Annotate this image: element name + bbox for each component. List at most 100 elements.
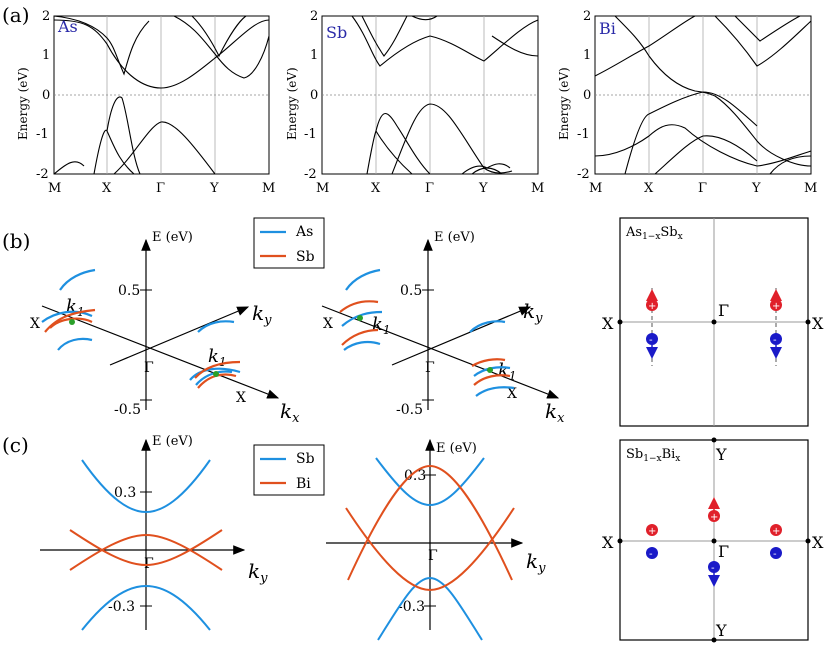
panel-label-c: (c) [2,433,29,457]
svg-text:k1: k1 [372,314,391,337]
svg-text:-1: -1 [577,127,590,142]
b-left-axis-e: E (eV) [152,230,193,245]
svg-text:X: X [812,314,824,333]
bz-bottom: Sb1−xBix X X Γ Y Y + - + + - - [602,437,824,643]
svg-text:ky: ky [523,299,543,326]
svg-text:0: 0 [310,88,318,103]
svg-text:Γ: Γ [425,181,434,196]
material-label-bi: Bi [599,19,616,38]
b-left-ky: ky [252,301,272,328]
svg-text:1: 1 [583,48,591,63]
svg-text:M: M [804,181,817,196]
svg-text:ky: ky [526,549,546,576]
legend-c-sb: Sb [296,451,315,467]
legend-c-bi: Bi [296,476,311,492]
legend-b-sb: Sb [296,249,315,265]
ytick-0: 0 [42,88,50,103]
schematic-c-left: E (eV) 0.3 -0.3 Γ ky [40,434,268,631]
panel-label-a: (a) [2,3,30,27]
band-y-axes: 2 1 0 -1 -2 2 1 0 -1 -2 2 1 0 -1 -2 [36,9,591,182]
b-left-tick-pos: 0.5 [118,283,140,299]
svg-text:X: X [507,386,517,402]
b-as-band-3 [41,310,93,323]
svg-text:M: M [48,181,61,196]
b-as-band-1 [59,268,96,291]
svg-text:0: 0 [583,88,591,103]
ytick-neg1: -1 [36,127,49,142]
ylabel-sb: Energy (eV) [285,67,299,140]
svg-text:-2: -2 [304,167,317,182]
legend-c: Sb Bi [253,444,325,496]
svg-text:X: X [602,533,614,552]
material-label-sb: Sb [326,23,347,42]
b-left-k1b: k1 [208,346,227,369]
ytick-2: 2 [42,9,50,24]
svg-text:Γ: Γ [718,542,729,561]
ytick-neg2: -2 [36,167,49,182]
b-sb-band-2 [49,317,93,329]
svg-text:Y: Y [478,181,488,196]
svg-text:-: - [711,563,715,574]
svg-text:kx: kx [545,399,565,426]
svg-text:0.3: 0.3 [404,468,426,484]
panel-label-b: (b) [2,229,30,253]
bz-top-title: As1−xSbx [625,225,683,242]
svg-text:ky: ky [248,559,268,586]
svg-text:X: X [371,181,381,196]
schematic-b-middle: 0.5 -0.5 E (eV) Γ X X ky kx k1 k1 [321,230,565,426]
svg-text:+: + [710,512,718,523]
svg-text:Y: Y [715,621,727,640]
svg-text:X: X [602,314,614,333]
bz-bottom-title: Sb1−xBix [626,447,680,464]
ytick-1: 1 [42,48,50,63]
svg-text:M: M [262,181,275,196]
svg-text:+: + [772,526,780,537]
svg-text:X: X [644,181,654,196]
svg-text:-: - [649,335,653,346]
svg-text:k1: k1 [498,360,517,383]
svg-text:Γ: Γ [698,181,707,196]
b-left-x1: X [30,316,40,332]
svg-text:-2: -2 [577,167,590,182]
svg-text:X: X [323,316,333,332]
svg-text:-: - [649,549,653,560]
svg-text:-0.3: -0.3 [108,599,135,615]
svg-text:-: - [773,549,777,560]
schematic-c-middle: E (eV) 0.3 -0.3 Γ ky [326,438,546,641]
b-as-band-2 [57,337,93,351]
svg-text:1: 1 [310,48,318,63]
band-panel-as: As [53,15,270,175]
svg-text:+: + [648,301,656,312]
svg-text:+: + [772,301,780,312]
b-left-gamma: Γ [144,360,154,376]
svg-text:0.5: 0.5 [400,283,422,299]
svg-text:0.3: 0.3 [114,485,136,501]
svg-text:+: + [648,526,656,537]
svg-text:Y: Y [209,181,219,196]
svg-text:Γ: Γ [425,360,435,376]
svg-text:E (eV): E (eV) [436,441,477,456]
legend-b: As Sb [253,217,325,269]
svg-text:Y: Y [715,445,727,464]
bz-top: As1−xSbx X X Γ + + - - [602,217,824,427]
band-k-labels: M X Γ Y M M X Γ Y M M X Γ Y M [48,181,817,196]
svg-text:X: X [102,181,112,196]
svg-text:E (eV): E (eV) [434,230,475,245]
b-left-tick-neg: -0.5 [114,402,141,418]
svg-text:E (eV): E (eV) [152,434,193,449]
svg-text:M: M [589,181,602,196]
k1-point-b [213,371,219,377]
svg-text:Y: Y [751,181,761,196]
svg-text:-1: -1 [304,127,317,142]
band-panel-sb: Sb [321,15,539,175]
svg-text:Γ: Γ [156,181,165,196]
svg-text:-0.3: -0.3 [398,599,425,615]
svg-text:-0.5: -0.5 [396,402,423,418]
ylabel-bi: Energy (eV) [557,67,571,140]
svg-text:Γ: Γ [718,301,729,320]
b-sb-band-1 [44,308,96,333]
svg-text:X: X [812,533,824,552]
b-left-x2: X [236,390,246,406]
svg-text:M: M [316,181,329,196]
